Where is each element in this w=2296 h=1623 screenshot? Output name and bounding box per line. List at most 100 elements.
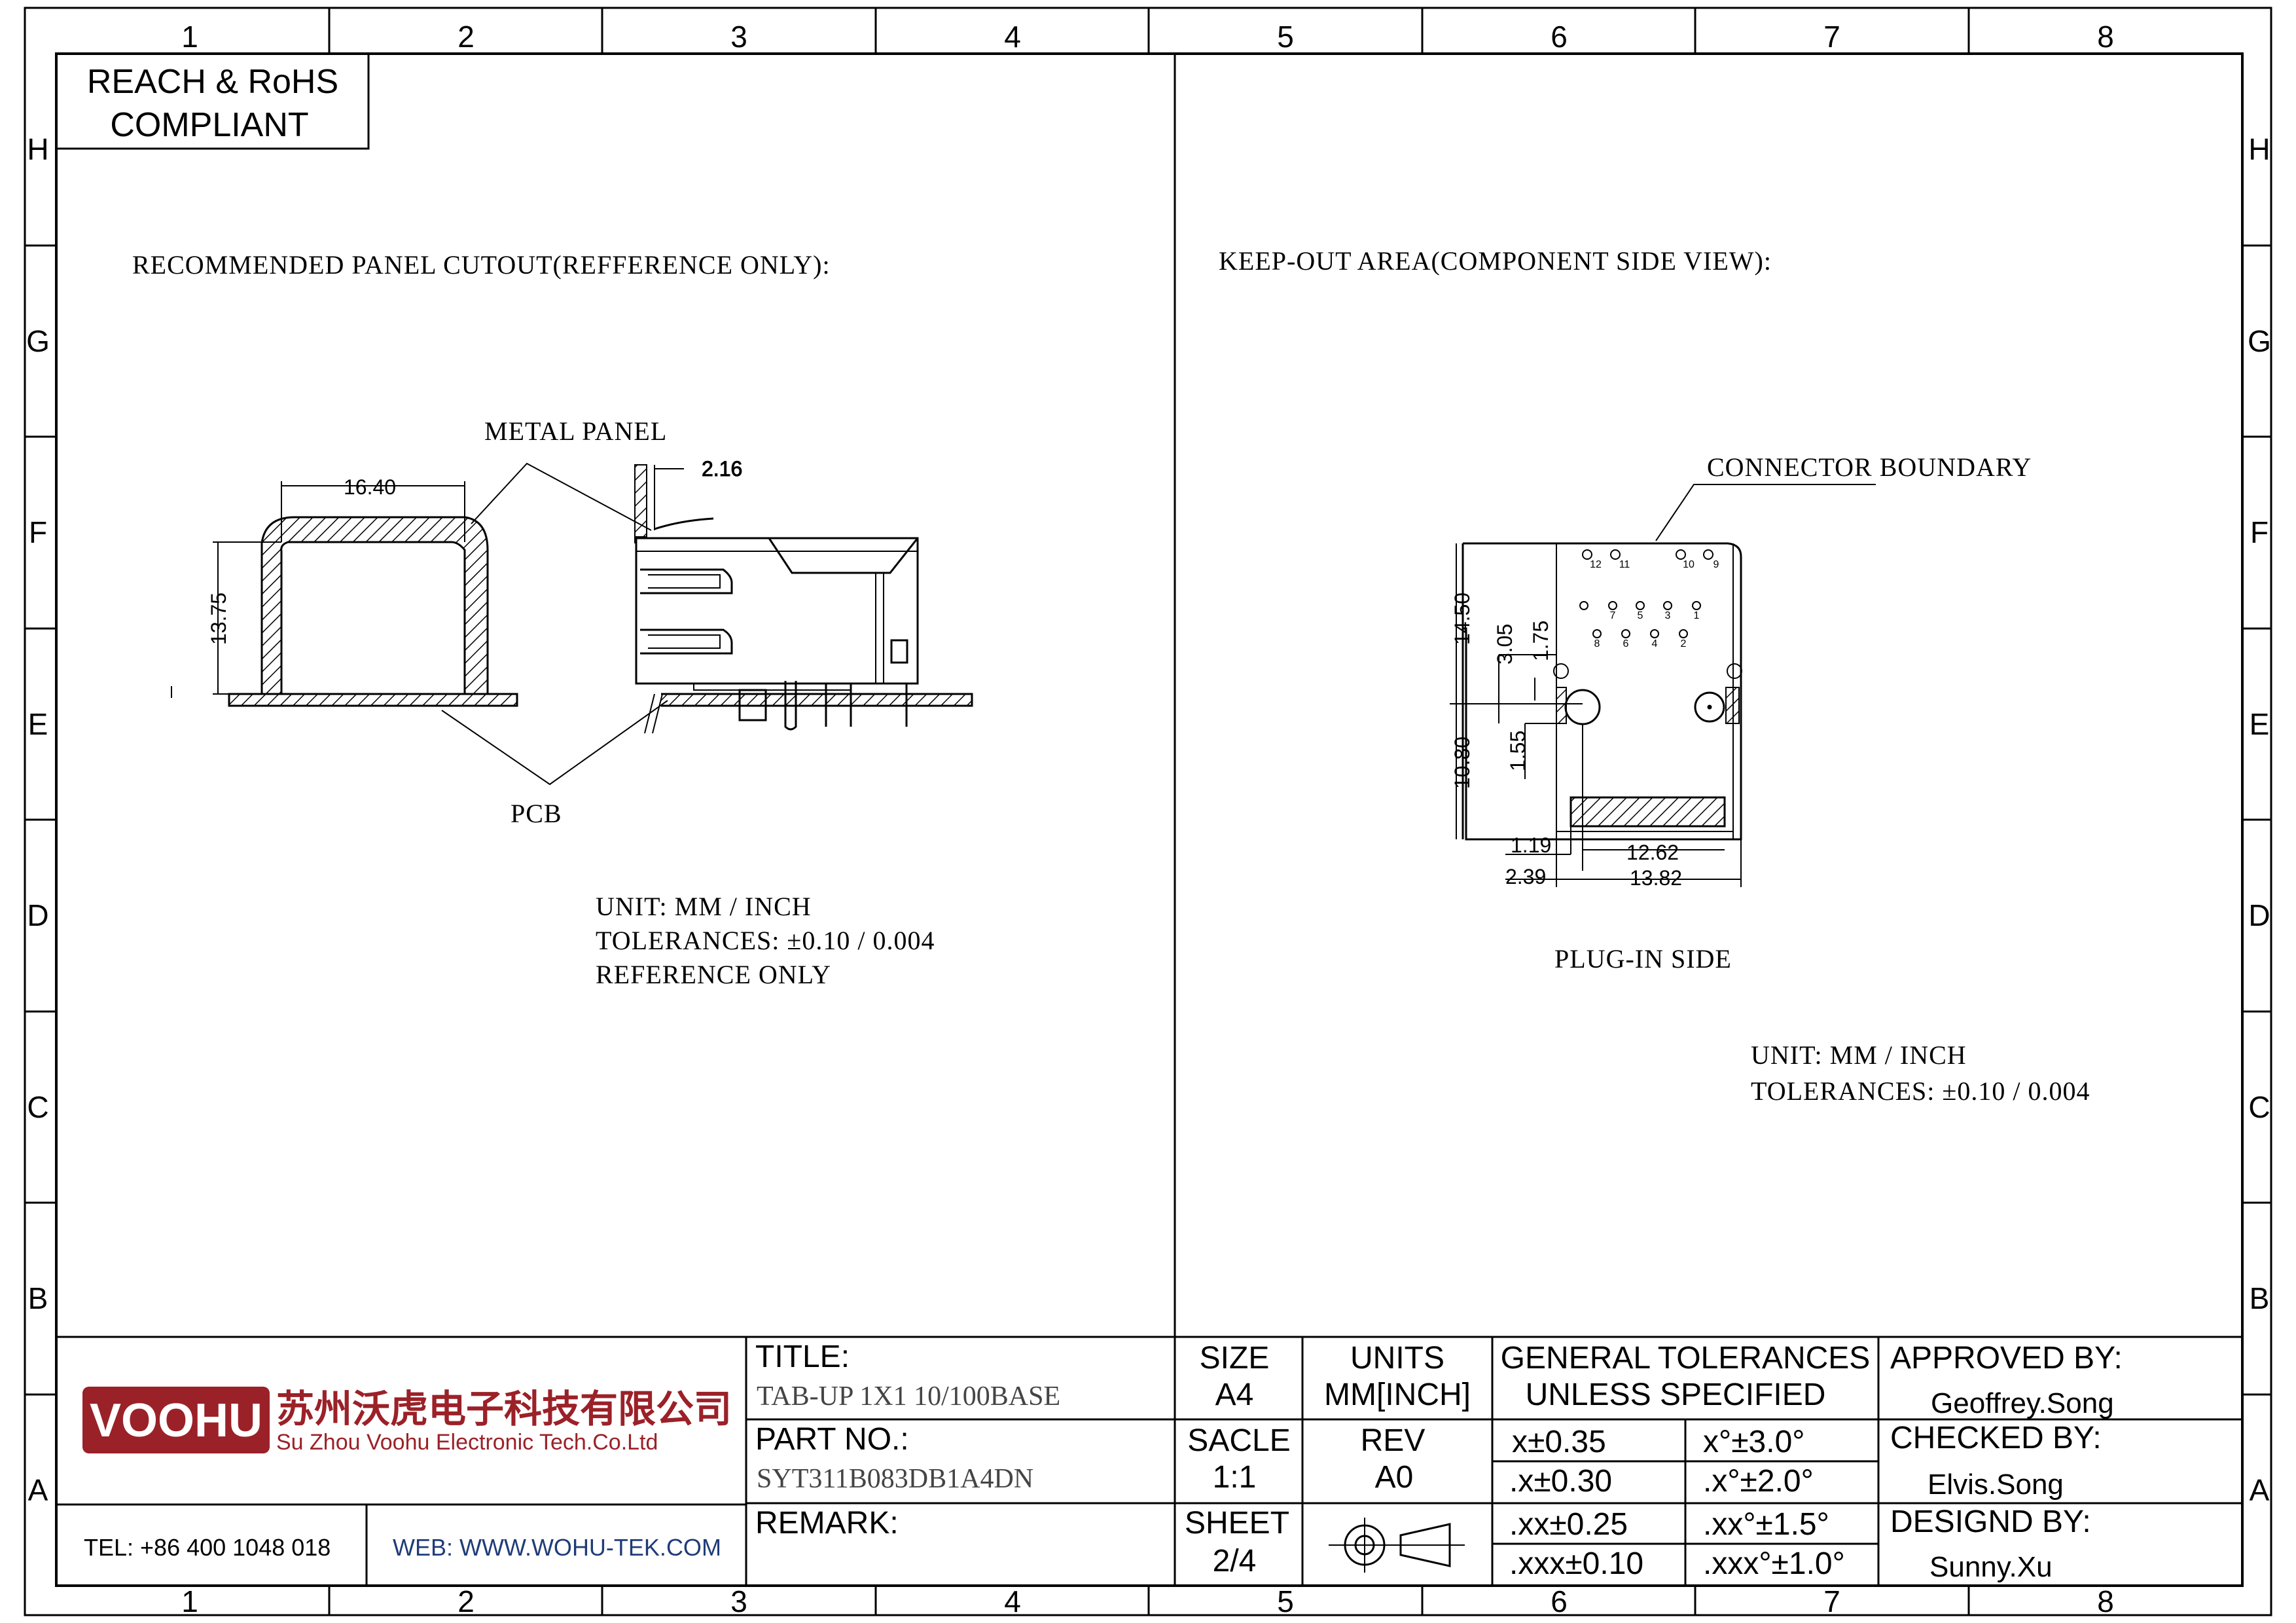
sheet-label: SHEET bbox=[1185, 1506, 1289, 1541]
grid-col-2-bottom: 2 bbox=[457, 1584, 475, 1618]
tolerance-table: x±0.35 .x±0.30 .xx±0.25 .xxx±0.10 x°±3.0… bbox=[1509, 1425, 1845, 1581]
tol-linear-2: .xx±0.25 bbox=[1509, 1507, 1628, 1542]
sheet-value: 2/4 bbox=[1213, 1544, 1257, 1578]
logo-wordmark: VOOHU bbox=[90, 1395, 262, 1447]
dim-3-05: 3.05 bbox=[1493, 624, 1516, 665]
grid-row-d-right: D bbox=[2248, 898, 2270, 932]
checked-by-label: CHECKED BY: bbox=[1890, 1421, 2102, 1455]
grid-row-f-right: F bbox=[2250, 515, 2269, 549]
grid-row-e-left: E bbox=[28, 707, 48, 741]
checked-by-value: Elvis.Song bbox=[1928, 1468, 2064, 1501]
dim-1-19: 1.19 bbox=[1511, 833, 1551, 857]
title-value: TAB-UP 1X1 10/100BASE bbox=[757, 1381, 1060, 1412]
dim-1-55: 1.55 bbox=[1506, 731, 1530, 771]
tol-linear-3: .xxx±0.10 bbox=[1509, 1546, 1643, 1581]
right-notes: UNIT: MM / INCH TOLERANCES: ±0.10 / 0.00… bbox=[1751, 1040, 2089, 1106]
dim-cutout-width: 16.40 bbox=[344, 475, 396, 499]
dim-1-75: 1.75 bbox=[1529, 621, 1552, 661]
scale-label: SACLE bbox=[1187, 1423, 1290, 1458]
grid-col-4-bottom: 4 bbox=[1004, 1584, 1021, 1618]
part-number-value: SYT311B083DB1A4DN bbox=[757, 1464, 1033, 1494]
panel-cutout-front: 16.40 13.75 bbox=[171, 475, 518, 707]
connector-boundary-label: CONNECTOR BOUNDARY bbox=[1707, 452, 2032, 482]
grid-row-c-left: C bbox=[27, 1090, 48, 1124]
metal-panel-label: METAL PANEL bbox=[484, 416, 667, 446]
pin-label-6: 6 bbox=[1623, 638, 1629, 649]
rev-value: A0 bbox=[1375, 1460, 1414, 1495]
pin-label-11: 11 bbox=[1619, 559, 1630, 570]
grid-row-b-left: B bbox=[28, 1281, 48, 1315]
scale-value: 1:1 bbox=[1213, 1460, 1257, 1495]
grid-col-3-top: 3 bbox=[730, 20, 747, 54]
designed-by-value: Sunny.Xu bbox=[1929, 1551, 2053, 1583]
grid-col-7-bottom: 7 bbox=[1823, 1584, 1840, 1618]
designed-by-label: DESIGND BY: bbox=[1890, 1504, 2091, 1539]
grid-row-a-right: A bbox=[2250, 1473, 2270, 1507]
grid-row-a-left: A bbox=[28, 1473, 48, 1507]
grid-ticks bbox=[25, 8, 2271, 1615]
boundary-leader bbox=[1655, 484, 1876, 541]
pin-label-1: 1 bbox=[1694, 610, 1700, 621]
company-logo: VOOHU bbox=[82, 1387, 270, 1453]
pin-label-3: 3 bbox=[1665, 610, 1671, 621]
tol-angular-3: .xxx°±1.0° bbox=[1703, 1546, 1845, 1581]
grid-col-4-top: 4 bbox=[1004, 20, 1021, 54]
dim-cutout-height: 13.75 bbox=[207, 593, 230, 645]
grid-row-c-right: C bbox=[2248, 1090, 2270, 1124]
tol-linear-0: x±0.35 bbox=[1512, 1425, 1606, 1459]
grid-row-h-left: H bbox=[27, 132, 48, 166]
company-website[interactable]: WEB: WWW.WOHU-TEK.COM bbox=[393, 1534, 721, 1561]
units-label: UNITS bbox=[1350, 1341, 1444, 1376]
pin-label-9: 9 bbox=[1713, 559, 1719, 570]
grid-col-6-top: 6 bbox=[1551, 20, 1568, 54]
grid-row-e-right: E bbox=[2250, 707, 2270, 741]
pin-label-10: 10 bbox=[1683, 559, 1695, 570]
pcb-label: PCB bbox=[511, 799, 562, 828]
grid-col-3-bottom: 3 bbox=[730, 1584, 747, 1618]
grid-col-8-top: 8 bbox=[2097, 20, 2114, 54]
company-name-en: Su Zhou Voohu Electronic Tech.Co.Ltd bbox=[276, 1430, 658, 1455]
tol-linear-1: .x±0.30 bbox=[1509, 1464, 1612, 1499]
company-name-cn: 苏州沃虎电子科技有限公司 bbox=[276, 1388, 732, 1431]
tolerance-heading-1: GENERAL TOLERANCES bbox=[1501, 1341, 1871, 1376]
tol-angular-1: .x°±2.0° bbox=[1703, 1464, 1814, 1499]
grid-col-5-bottom: 5 bbox=[1277, 1584, 1294, 1618]
grid-col-7-top: 7 bbox=[1823, 20, 1840, 54]
grid-row-g-left: G bbox=[26, 324, 50, 358]
grid-labels: 1 2 3 4 5 6 7 8 1 2 3 4 5 6 7 8 H G F E … bbox=[26, 20, 2271, 1618]
left-notes: UNIT: MM / INCH TOLERANCES: ±0.10 / 0.00… bbox=[596, 892, 934, 989]
grid-col-5-top: 5 bbox=[1277, 20, 1294, 54]
grid-col-1-bottom: 1 bbox=[181, 1584, 198, 1618]
left-note-unit: UNIT: MM / INCH bbox=[596, 892, 812, 921]
approved-by-value: Geoffrey.Song bbox=[1931, 1387, 2114, 1419]
title-label: TITLE: bbox=[755, 1340, 850, 1374]
grid-row-d-left: D bbox=[27, 898, 48, 932]
projection-symbol-icon bbox=[1329, 1518, 1465, 1573]
dim-13-82: 13.82 bbox=[1630, 866, 1682, 890]
connector-side-view: 2.16 bbox=[634, 457, 973, 734]
compliance-line-1: REACH & RoHS bbox=[87, 63, 338, 101]
dim-14-50: 14.50 bbox=[1450, 593, 1474, 645]
grid-row-h-right: H bbox=[2248, 132, 2270, 166]
tol-angular-0: x°±3.0° bbox=[1703, 1425, 1804, 1459]
size-label: SIZE bbox=[1200, 1341, 1270, 1376]
pin-label-7: 7 bbox=[1610, 610, 1616, 621]
company-phone: TEL: +86 400 1048 018 bbox=[84, 1534, 331, 1561]
pin-label-2: 2 bbox=[1681, 638, 1687, 649]
tol-angular-2: .xx°±1.5° bbox=[1703, 1507, 1829, 1542]
pin-label-8: 8 bbox=[1594, 638, 1600, 649]
grid-row-b-right: B bbox=[2250, 1281, 2270, 1315]
left-view-heading: RECOMMENDED PANEL CUTOUT(REFFERENCE ONLY… bbox=[132, 250, 831, 280]
left-note-reference: REFERENCE ONLY bbox=[596, 960, 831, 989]
grid-col-2-top: 2 bbox=[457, 20, 475, 54]
right-view-heading: KEEP-OUT AREA(COMPONENT SIDE VIEW): bbox=[1219, 246, 1772, 276]
keep-out-view: KEEP-OUT AREA(COMPONENT SIDE VIEW): CONN… bbox=[1219, 246, 2089, 1106]
remark-label: REMARK: bbox=[755, 1506, 899, 1541]
pin-label-12: 12 bbox=[1590, 559, 1602, 570]
pin-label-4: 4 bbox=[1652, 638, 1658, 649]
dim-10-80: 10.80 bbox=[1450, 737, 1474, 789]
grid-col-1-top: 1 bbox=[181, 20, 198, 54]
panel-cutout-view: RECOMMENDED PANEL CUTOUT(REFFERENCE ONLY… bbox=[132, 250, 973, 989]
dim-panel-thickness: 2.16 bbox=[702, 457, 742, 481]
